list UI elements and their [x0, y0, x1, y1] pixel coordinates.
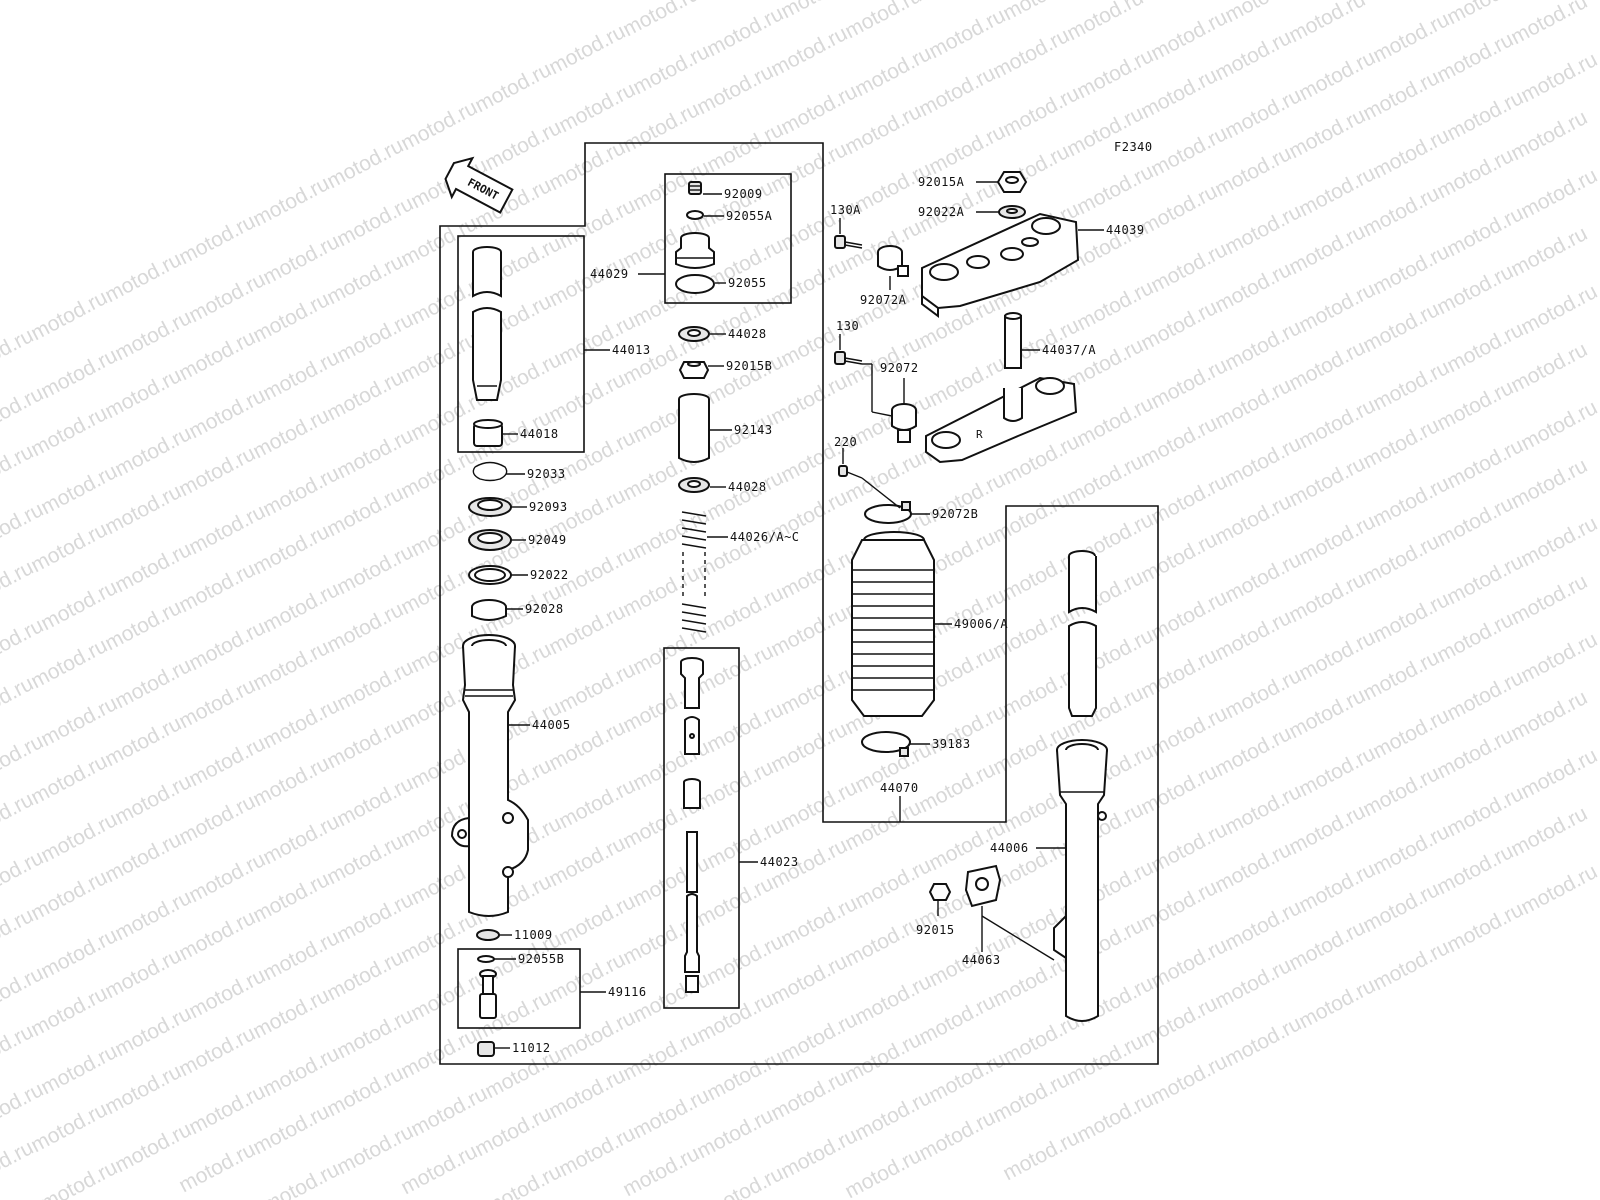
- part-130-bolt: [834, 351, 863, 365]
- part-92033-circlip: [472, 461, 508, 482]
- part-92093-seal: [468, 497, 512, 517]
- part-44028-washer-top: [678, 326, 710, 342]
- part-92015-nut: [928, 883, 952, 901]
- label-92072B: 92072B: [932, 507, 978, 521]
- part-44006-fork-tube: [1053, 550, 1108, 1022]
- box-44013: [457, 235, 585, 453]
- part-44026-spring: [681, 511, 707, 633]
- part-49116-valve: [479, 969, 497, 1019]
- label-92055: 92055: [728, 276, 767, 290]
- label-92055B: 92055B: [518, 952, 564, 966]
- svg-text:R: R: [976, 428, 983, 441]
- label-92022: 92022: [530, 568, 569, 582]
- label-49006: 49006/A: [954, 617, 1008, 631]
- label-92033: 92033: [527, 467, 566, 481]
- label-44063: 44063: [962, 953, 1001, 967]
- label-44005: 44005: [532, 718, 571, 732]
- label-130: 130: [836, 319, 859, 333]
- part-220-screw: [838, 465, 863, 479]
- part-92009-bolt: [688, 181, 702, 195]
- label-44037: 44037/A: [1042, 343, 1096, 357]
- label-44013: 44013: [612, 343, 651, 357]
- label-92093: 92093: [529, 500, 568, 514]
- part-44005-outer-tube: [450, 634, 529, 917]
- part-11009-gasket: [476, 929, 500, 941]
- part-49006-boot: [851, 531, 935, 717]
- leader-lines: [494, 181, 1104, 1049]
- part-92143-spacer: [678, 393, 710, 463]
- label-44070: 44070: [880, 781, 919, 795]
- label-92015A: 92015A: [918, 175, 965, 189]
- part-92022A-washer: [998, 205, 1026, 219]
- part-92055-oring: [675, 274, 715, 294]
- front-arrow-icon: FRONT: [444, 156, 514, 214]
- part-92015A-nut: [996, 171, 1028, 193]
- label-39183: 39183: [932, 737, 971, 751]
- part-92055B-oring: [477, 955, 495, 963]
- part-44063-holder: [964, 864, 1002, 908]
- part-44029-cap: [675, 232, 715, 269]
- label-44029: 44029: [590, 267, 629, 281]
- label-92072: 92072: [880, 361, 919, 375]
- label-44026: 44026/A~C: [730, 530, 800, 544]
- label-92072A: 92072A: [860, 293, 907, 307]
- main-group-outline: [439, 142, 1159, 1065]
- diagram-code: F2340: [1114, 140, 1153, 154]
- part-39183-band: [861, 731, 911, 757]
- part-44028-washer-bottom: [678, 477, 710, 493]
- label-44028-top: 44028: [728, 327, 767, 341]
- label-92049: 92049: [528, 533, 567, 547]
- part-92049-seal: [468, 529, 512, 551]
- label-92009: 92009: [724, 187, 763, 201]
- part-130A-bolt: [834, 235, 863, 249]
- part-11012-cap: [477, 1041, 495, 1057]
- part-92022-washer: [468, 565, 512, 585]
- part-92072B-band: [864, 501, 912, 524]
- box-44023: [663, 647, 740, 1009]
- label-92015B: 92015B: [726, 359, 772, 373]
- label-92028: 92028: [525, 602, 564, 616]
- label-11012: 11012: [512, 1041, 551, 1055]
- part-44018-bushing: [473, 419, 503, 447]
- part-labels: 92009 92055A 44029 92055 44013 44028 920…: [512, 175, 1145, 1055]
- part-44037-stem-bracket: R: [925, 312, 1078, 464]
- label-44028-bottom: 44028: [728, 480, 767, 494]
- part-92028-bushing: [471, 599, 507, 621]
- label-44018: 44018: [520, 427, 559, 441]
- label-92055A: 92055A: [726, 209, 773, 223]
- label-49116: 49116: [608, 985, 647, 999]
- label-44006: 44006: [990, 841, 1029, 855]
- part-44013-inner-tube: [472, 246, 502, 401]
- box-49116: [457, 948, 581, 1029]
- label-44023: 44023: [760, 855, 799, 869]
- box-44029: [664, 173, 792, 304]
- label-92015: 92015: [916, 923, 955, 937]
- part-44023-damper-rod: [680, 657, 704, 993]
- label-11009: 11009: [514, 928, 553, 942]
- label-92143: 92143: [734, 423, 773, 437]
- part-92015B-nut: [678, 361, 710, 379]
- label-130A: 130A: [830, 203, 861, 217]
- part-92072A-clamp: [877, 245, 909, 277]
- part-92055A-oring: [686, 210, 704, 220]
- label-92022A: 92022A: [918, 205, 965, 219]
- part-44039-upper-bracket: [921, 212, 1080, 318]
- label-220: 220: [834, 435, 857, 449]
- part-92072-clamp: [891, 403, 917, 443]
- label-44039: 44039: [1106, 223, 1145, 237]
